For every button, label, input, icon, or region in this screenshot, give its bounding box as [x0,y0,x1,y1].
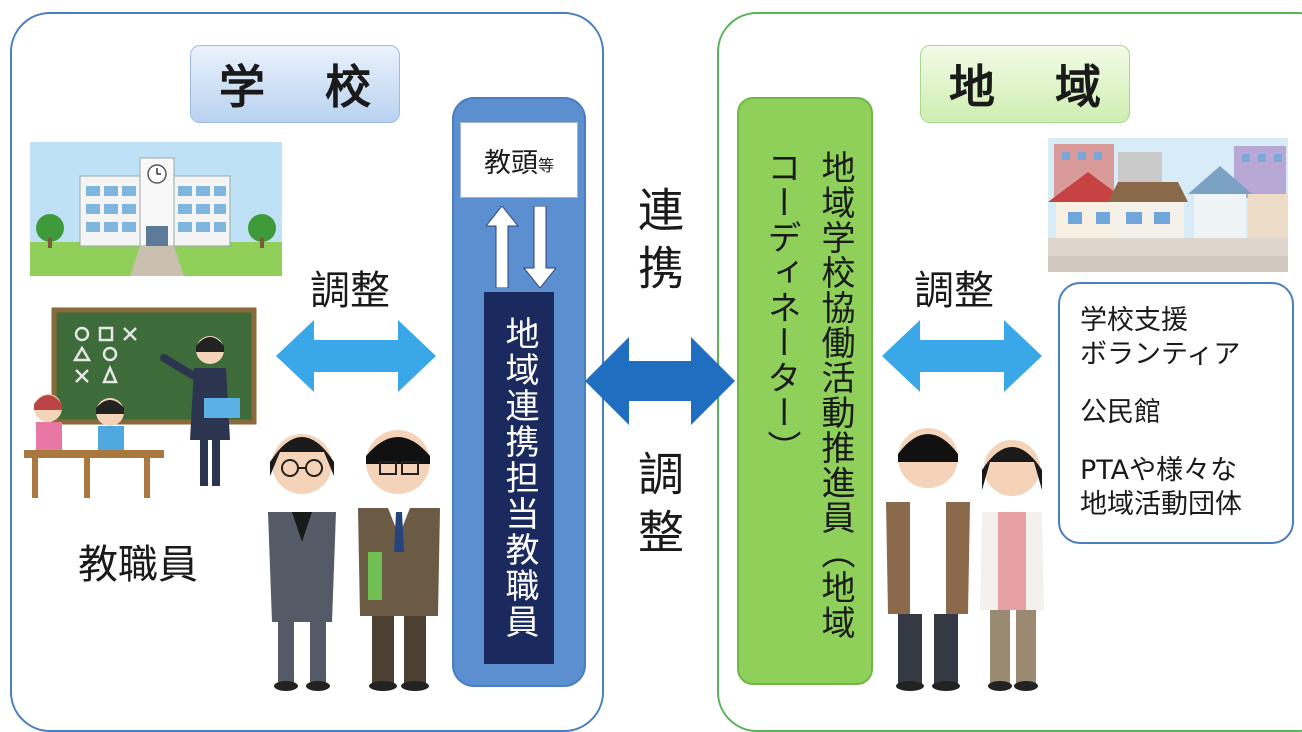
region-tab: 地 域 [920,45,1130,123]
promoter-column [737,97,873,685]
org-volunteer-line1: 学校支援 [1080,305,1188,336]
up-down-arrows-icon [486,206,556,288]
teachers-illustration [268,430,440,691]
org-community-hall: 公民館 [1080,397,1161,428]
school-tab: 学 校 [190,45,400,123]
school-double-arrow-icon [276,320,436,392]
promoter-label: 地域学校協働活動推進員 [815,150,855,535]
organizations-box [1058,282,1294,544]
school-building-illustration [30,142,282,276]
vice-principal-suffix: 等 [537,156,554,175]
town-illustration [1048,138,1288,272]
cooperation-label: 連携 [631,186,685,302]
center-double-arrow-icon [585,337,735,425]
coordinator-label: （地域コーディネーター） [761,150,855,640]
org-pta-line2: 地域活動団体 [1080,489,1242,520]
staff-label: 教職員 [78,542,198,588]
region-double-arrow-icon [882,320,1042,392]
center-adjust-label: 調整 [631,450,685,566]
vice-principal-box: 教頭等 [460,122,578,198]
promoter-text: 地域学校協働活動推進員（地域コーディネーター） [750,150,862,660]
region-adjust-label: 調整 [914,268,994,314]
org-pta-line1: PTAや様々な [1080,455,1238,486]
residents-illustration [886,428,1044,691]
school-adjust-label: 調整 [310,268,390,314]
classroom-illustration [24,307,257,498]
liaison-staff-label: 地域連携担当教職員 [484,292,554,664]
vice-principal-label: 教頭 [483,147,538,179]
org-volunteer-line2: ボランティア [1080,339,1241,370]
